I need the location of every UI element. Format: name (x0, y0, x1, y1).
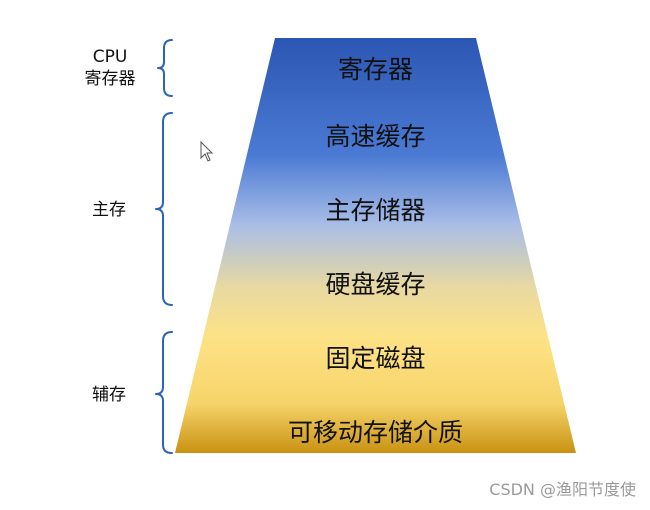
mouse-cursor-icon (200, 140, 214, 162)
group-label-aux-storage: 辅存 (92, 385, 126, 405)
group-label-main-memory: 主存 (92, 200, 126, 220)
layer-disk-cache: 硬盘缓存 (325, 270, 425, 299)
layer-removable-media: 可移动存储介质 (288, 418, 463, 447)
brace-aux-storage (155, 331, 173, 454)
pyramid-shape (175, 38, 576, 453)
layer-registers: 寄存器 (338, 55, 413, 84)
layer-cache: 高速缓存 (325, 122, 425, 151)
watermark: CSDN @渔阳节度使 (489, 480, 636, 499)
layer-main-memory: 主存储器 (325, 196, 425, 225)
brace-main-memory (155, 112, 173, 306)
group-label-cpu: CPU (93, 47, 128, 67)
layer-fixed-disk: 固定磁盘 (325, 344, 425, 373)
brace-cpu (157, 39, 173, 97)
group-label-cpu-registers: 寄存器 (85, 69, 136, 89)
